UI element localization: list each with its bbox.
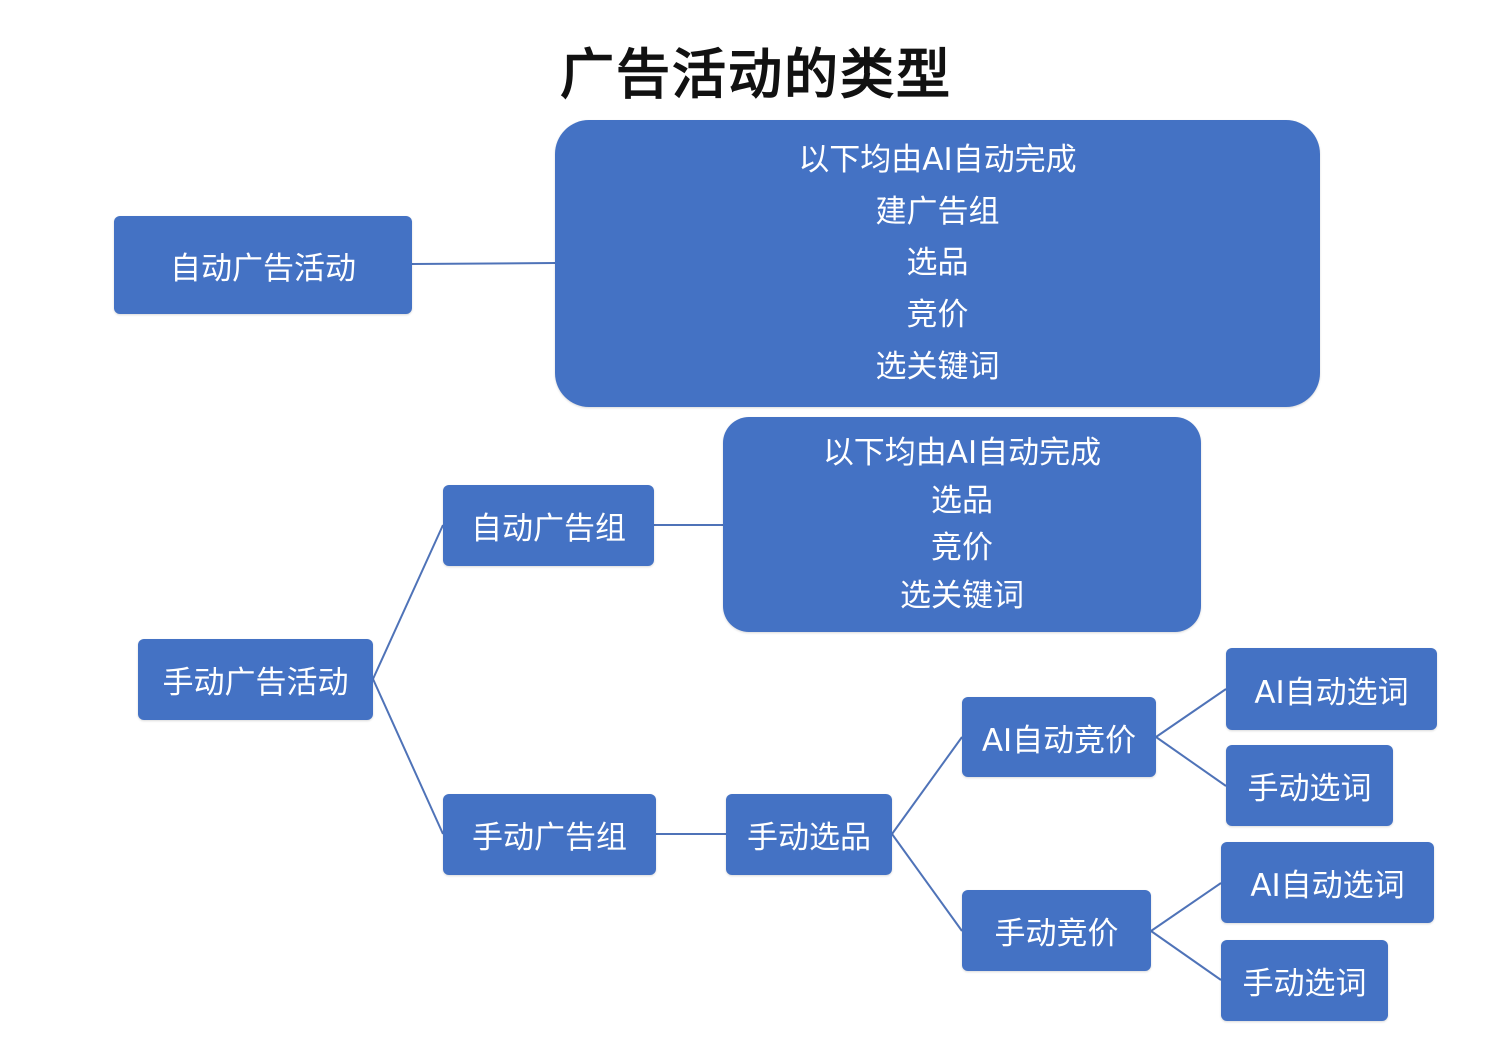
node-manual-campaign: 手动广告活动: [138, 639, 373, 720]
diagram-title: 广告活动的类型: [560, 43, 952, 106]
node-auto-ad-group: 自动广告组: [443, 485, 654, 566]
ai-box-line: 选品: [931, 482, 993, 519]
connector-product-to-manual-bidding: [891, 833, 963, 932]
node-manual-bidding: 手动竞价: [962, 890, 1151, 971]
node-ai-auto-bidding: AI自动竞价: [962, 697, 1156, 777]
node-auto-ad-group-ai-box: 以下均由AI自动完成 选品 竞价 选关键词: [723, 417, 1201, 632]
node-manual-product-selection: 手动选品: [726, 794, 892, 875]
node-auto-campaign: 自动广告活动: [114, 216, 412, 314]
node-manual-bidding-manual-keywords: 手动选词: [1221, 940, 1388, 1021]
connector-ai-bidding-to-ai-keywords: [1155, 688, 1227, 738]
connector-manual-campaign-to-auto-group: [372, 524, 444, 680]
ai-box-line: 建广告组: [875, 193, 1000, 230]
connector-manual-campaign-to-manual-group: [372, 678, 444, 835]
connector-manual-bidding-to-manual-keywords: [1150, 930, 1222, 981]
connector-manual-bidding-to-ai-keywords: [1150, 882, 1222, 932]
node-ai-bidding-manual-keywords: 手动选词: [1226, 745, 1393, 826]
ai-box-line: 以下均由AI自动完成: [822, 434, 1102, 471]
ai-box-line: 选品: [906, 245, 969, 282]
node-auto-campaign-ai-box: 以下均由AI自动完成 建广告组 选品 竞价 选关键词: [555, 120, 1320, 407]
connector-ai-bidding-to-manual-keywords: [1155, 736, 1227, 787]
node-manual-ad-group: 手动广告组: [443, 794, 656, 875]
ai-box-line: 选关键词: [875, 349, 1000, 386]
connector-product-to-ai-bidding: [891, 736, 963, 835]
ai-box-line: 选关键词: [900, 578, 1024, 615]
connector-auto-campaign-to-ai-box: [411, 262, 556, 265]
ai-box-line: 竞价: [931, 530, 993, 567]
node-ai-bidding-ai-keywords: AI自动选词: [1226, 648, 1437, 730]
node-manual-bidding-ai-keywords: AI自动选词: [1221, 842, 1434, 923]
ai-box-line: 以下均由AI自动完成: [798, 141, 1077, 178]
ai-box-line: 竞价: [906, 297, 969, 334]
